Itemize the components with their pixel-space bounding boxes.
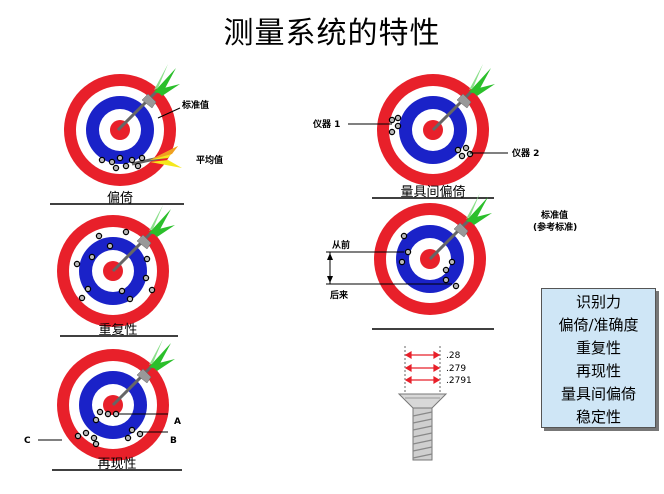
reproducibility-caption: 再现性: [97, 457, 136, 472]
bias-mean-arrow: [131, 146, 182, 168]
repeatability-caption: 重复性: [98, 322, 137, 338]
stability-reference-label: 标准值: [540, 209, 568, 221]
list-item: 识别力: [575, 293, 621, 311]
stability-diagram: 标准值 (参考标准) 从前 后来: [326, 191, 577, 330]
stability-before-label: 从前: [332, 239, 350, 251]
resolution-diagram: .28 .279 .2791: [397, 346, 472, 461]
reproducibility-diagram: A B C 再现性: [24, 337, 182, 472]
resolution-value-3: .2791: [446, 376, 472, 386]
list-item: 再现性: [575, 362, 621, 380]
bias-caption: 偏倚: [107, 191, 133, 206]
stability-reference-sublabel: (参考标准): [533, 221, 577, 233]
instrument-bias-caption: 量具间偏倚: [400, 185, 465, 200]
list-item: 重复性: [575, 339, 621, 357]
repeatability-diagram: 重复性: [57, 203, 178, 338]
list-item: 稳定性: [575, 408, 621, 426]
instrument-1-label: 仪器 1: [312, 119, 340, 130]
characteristics-list-box: 识别力 偏倚/准确度 重复性 再现性 量具间偏倚 稳定性: [541, 288, 656, 428]
resolution-value-2: .279: [446, 364, 466, 374]
reproducibility-label-b: B: [170, 436, 177, 446]
reproducibility-label-a: A: [174, 417, 181, 427]
bias-mean-label: 平均值: [196, 154, 223, 166]
bias-reference-label: 标准值: [181, 99, 209, 111]
reproducibility-label-c: C: [24, 436, 31, 446]
stability-after-label: 后来: [330, 289, 349, 301]
list-item: 偏倚/准确度: [558, 316, 639, 334]
list-item: 量具间偏倚: [560, 385, 636, 403]
page-title: 测量系统的特性: [223, 16, 441, 51]
bias-diagram: 标准值 平均值 偏倚: [50, 62, 223, 206]
instrument-bias-diagram: 仪器 1 仪器 2 量具间偏倚: [312, 62, 539, 200]
bolt-icon: [397, 393, 448, 461]
instrument-2-label: 仪器 2: [511, 148, 539, 159]
resolution-value-1: .28: [446, 351, 461, 361]
